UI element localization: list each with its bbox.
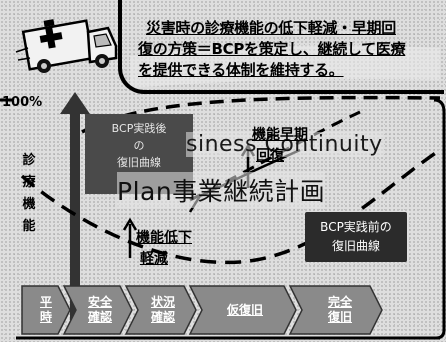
step-situation-line-1: 状況 — [150, 295, 175, 309]
headline-line-1: 災害時の診療機能の低下軽減・早期回 — [146, 19, 396, 37]
decline-reduction-line-2: 軽減 — [140, 251, 168, 267]
step-situation-check: 状況確認 — [134, 286, 192, 334]
early-recovery-line-2: 回復 — [256, 148, 284, 164]
bcp-before-curve — [20, 148, 441, 265]
bcp-after-line-3: 復旧曲線 — [117, 156, 161, 169]
step-safety-line-2: 確認 — [87, 310, 112, 324]
step-full-line-2: 復旧 — [327, 310, 352, 324]
step-safety-check: 安全確認 — [72, 286, 128, 334]
bcp-after-line-2: の — [133, 139, 145, 152]
axis-max-label: 100% — [2, 95, 43, 110]
decline-reduction-line-1: 機能低下 — [136, 230, 192, 246]
step-temporary-line-1: 仮復旧 — [226, 302, 263, 317]
timeline-chevrons — [21, 285, 383, 335]
bcp-before-line-1: BCP実践前の — [320, 220, 392, 234]
early-recovery-label: 機能早期 回復 — [252, 125, 308, 167]
step-full-recovery: 完全復旧 — [302, 286, 378, 334]
decline-reduction-label: 機能低下 軽減 — [136, 228, 192, 270]
step-situation-line-2: 確認 — [150, 310, 175, 324]
step-temporary-recovery: 仮復旧 — [198, 286, 292, 334]
step-normal-line-2: 時 — [39, 310, 52, 324]
y-axis-arrow — [60, 92, 90, 334]
bcp-before-line-2: 復旧曲線 — [331, 239, 380, 253]
bcp-after-line-1: BCP実践後 — [111, 122, 167, 135]
headline-frame — [118, 0, 444, 94]
step-safety-line-1: 安全 — [87, 295, 112, 309]
early-recovery-line-1: 機能早期 — [252, 127, 308, 143]
timeline-steps: 平時 安全確認 状況確認 仮復旧 完全復旧 — [22, 286, 382, 334]
headline-text: 災害時の診療機能の低下軽減・早期回 復の方策＝BCPを策定し、継続して医療 を提… — [138, 18, 442, 81]
ambulance-icon — [15, 19, 118, 73]
bcp-before-label-box: BCP実践前の 復旧曲線 — [305, 212, 407, 262]
step-full-line-1: 完全 — [327, 295, 352, 309]
overlay-english-text: siness Continuity — [186, 132, 383, 157]
overlay-japanese-text: Plan事業継続計画 — [117, 172, 326, 208]
step-normal-line-1: 平 — [39, 295, 52, 309]
y-axis-label: 診療機能 — [22, 153, 36, 234]
headline-line-3: を提供できる体制を維持する。 — [138, 61, 344, 79]
headline-line-2: 復の方策＝BCPを策定し、継続して医療 — [138, 40, 406, 58]
step-normal: 平時 — [24, 286, 68, 334]
